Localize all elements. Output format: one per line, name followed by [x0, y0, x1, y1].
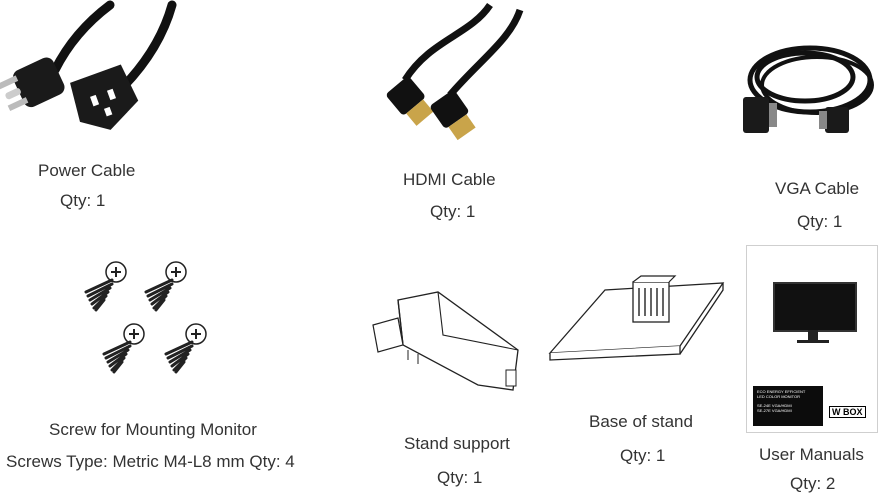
vga-cable-icon: [743, 45, 874, 133]
screw-qty: Screws Type: Metric M4-L8 mm Qty: 4: [6, 452, 295, 471]
manual-name: User Manuals: [759, 445, 864, 464]
manual-monitor-base: [797, 340, 829, 343]
screw-icon: [84, 260, 208, 374]
manual-monitor-image: [773, 282, 857, 332]
hdmi-cable-qty: Qty: 1: [430, 202, 476, 221]
power-cable-name: Power Cable: [38, 161, 136, 180]
manual-brand-logo: W BOX: [829, 406, 866, 418]
manual-cover-line: ECO ENERGY EFFICIENT: [757, 389, 806, 394]
manual-cover-line: SE-24E VGA/HDMI: [757, 403, 792, 408]
power-cable-qty: Qty: 1: [60, 191, 106, 210]
manual-cover-band: ECO ENERGY EFFICIENT LED COLOR MONITOR S…: [753, 386, 823, 426]
stand-support-icon: [372, 291, 519, 391]
screw-name: Screw for Mounting Monitor: [49, 420, 257, 439]
stand-base-name: Base of stand: [589, 412, 693, 431]
stand-base-qty: Qty: 1: [620, 446, 666, 465]
manual-icon: ECO ENERGY EFFICIENT LED COLOR MONITOR S…: [746, 245, 878, 433]
manual-cover-line: SE-27E VGA/HDMI: [757, 408, 792, 413]
stand-base-icon: [548, 275, 725, 361]
vga-cable-name: VGA Cable: [775, 179, 860, 198]
manual-monitor-stand: [808, 330, 818, 340]
manual-cover-line: LED COLOR MONITOR: [757, 394, 801, 399]
manual-qty: Qty: 2: [790, 474, 836, 493]
stand-support-qty: Qty: 1: [437, 468, 483, 487]
hdmi-cable-name: HDMI Cable: [403, 170, 496, 189]
vga-cable-qty: Qty: 1: [797, 212, 843, 231]
power-cable-icon: [0, 0, 177, 130]
hdmi-cable-icon: [386, 2, 524, 141]
stand-support-name: Stand support: [404, 434, 510, 453]
